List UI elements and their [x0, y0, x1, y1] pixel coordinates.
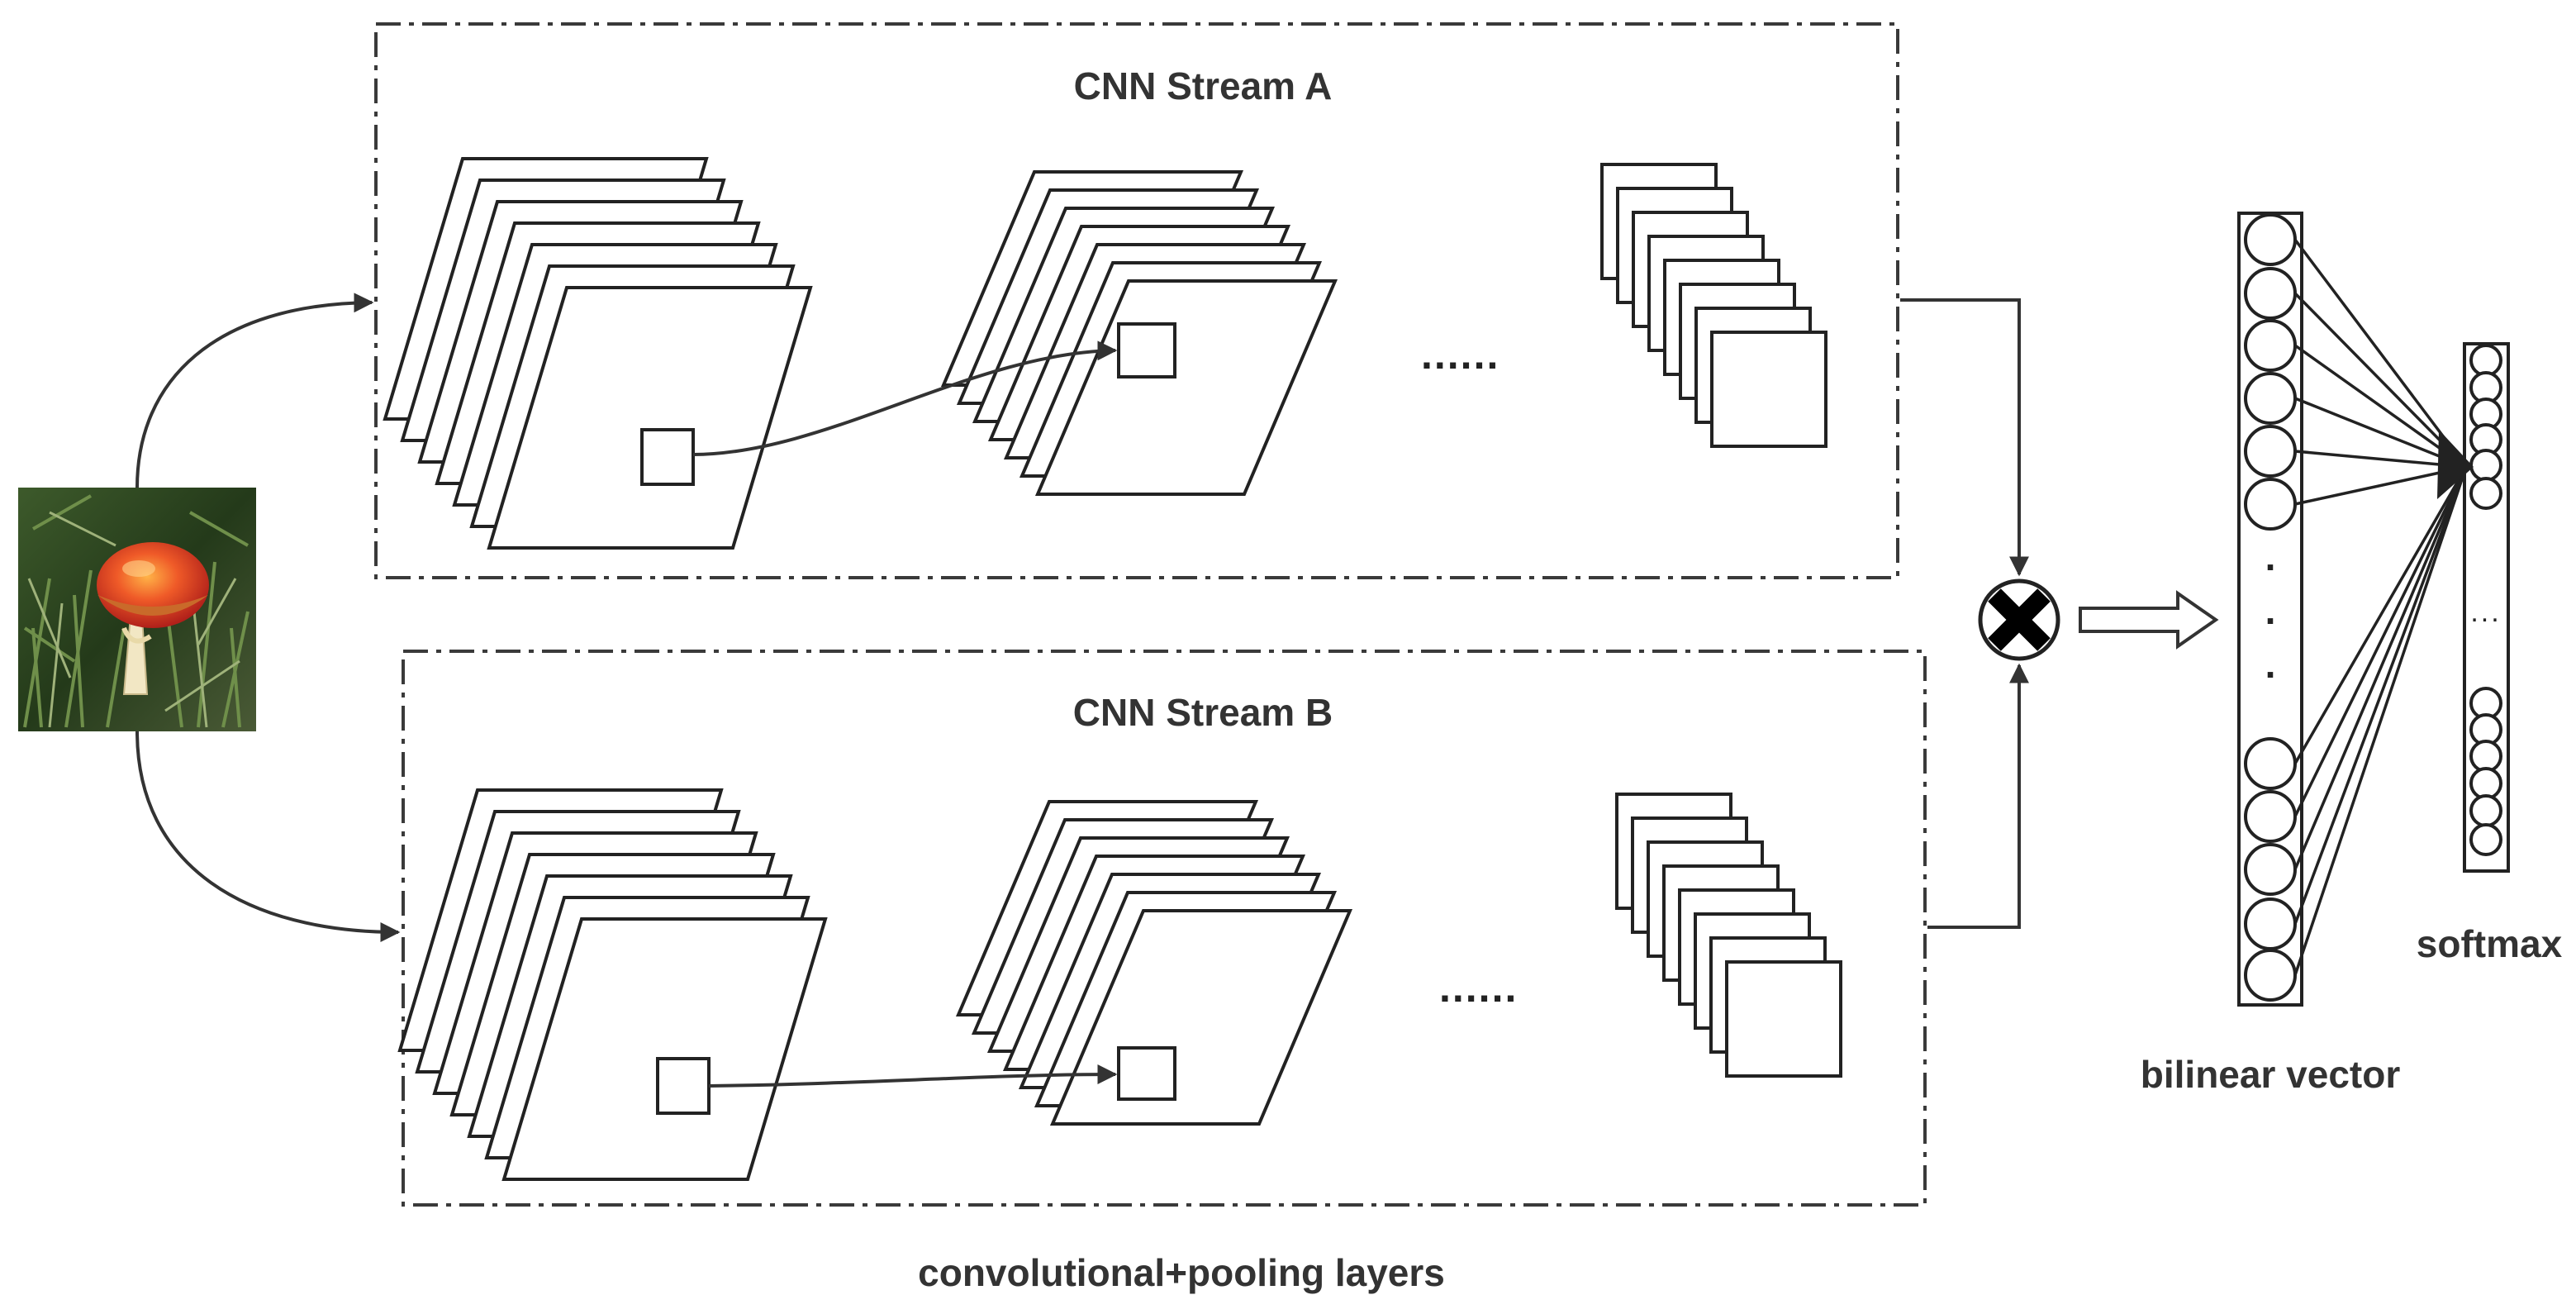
stream-a-ellipsis: ......	[1421, 331, 1499, 378]
stream-a-title: CNN Stream A	[1074, 64, 1333, 107]
bilinear-node	[2244, 843, 2297, 896]
bilinear-vector-dot-1: .	[2265, 536, 2276, 578]
fc-arrowhead-icon	[2437, 430, 2474, 499]
fc-line	[2293, 466, 2468, 764]
bilinear-node	[2244, 737, 2297, 790]
fc-line	[2293, 466, 2468, 925]
softmax-nodes	[2469, 344, 2502, 856]
stream-a-output-line	[1900, 298, 2029, 577]
stream-b-conv-stack-2	[955, 800, 1353, 1126]
bilinear-node	[2244, 319, 2297, 372]
arrow-to-stream-a	[135, 293, 374, 488]
fc-line	[2294, 397, 2467, 469]
feature-map	[1710, 331, 1827, 448]
stream-a-receptive-field-2	[1117, 322, 1176, 378]
stream-b-receptive-field-2	[1117, 1046, 1176, 1101]
fc-line	[2293, 344, 2468, 469]
fc-line	[2293, 292, 2468, 469]
stream-b-connection	[708, 1064, 1118, 1088]
bilinear-node	[2244, 213, 2297, 266]
stream-b-receptive-field-1	[656, 1057, 711, 1115]
bilinear-node	[2244, 267, 2297, 320]
fc-line	[2293, 238, 2468, 469]
hollow-arrow-icon	[2079, 590, 2219, 650]
softmax-node	[2469, 344, 2502, 377]
feature-map	[1034, 279, 1338, 496]
bilinear-vector-dot-3: .	[2265, 643, 2276, 686]
stream-b-box	[402, 650, 1927, 1207]
fc-line	[2293, 466, 2468, 976]
bilinear-node	[2244, 425, 2297, 478]
fc-line	[2293, 466, 2468, 870]
bilinear-node	[2244, 790, 2297, 843]
outer-product-icon	[1978, 578, 2060, 661]
softmax-node	[2469, 740, 2502, 773]
bilinear-node	[2244, 372, 2297, 425]
fc-line	[2294, 450, 2467, 469]
softmax-node	[2469, 767, 2502, 800]
stream-a-connection	[692, 340, 1118, 456]
fc-line	[2293, 466, 2468, 817]
stream-a-conv-stack-3	[1600, 163, 1827, 448]
stream-b-title: CNN Stream B	[1073, 691, 1333, 734]
fully-connected-lines	[2293, 238, 2474, 976]
bilinear-node	[2244, 897, 2297, 950]
softmax-label: softmax	[2417, 922, 2563, 965]
input-image	[18, 488, 256, 731]
stream-a-conv-stack-1	[383, 157, 813, 550]
softmax-node	[2469, 449, 2502, 482]
bilinear-vector-dot-2: .	[2265, 589, 2276, 632]
arrow-to-stream-b	[135, 731, 401, 942]
caption: convolutional+pooling layers	[918, 1251, 1445, 1294]
stream-b-output-line	[1927, 663, 2029, 929]
softmax-node	[2469, 477, 2502, 510]
feature-map	[487, 286, 813, 550]
stream-a-receptive-field-1	[640, 428, 695, 486]
bilinear-node	[2244, 949, 2297, 1002]
fc-line	[2294, 465, 2467, 506]
softmax-node	[2469, 823, 2502, 856]
stream-b-ellipsis: ......	[1439, 964, 1518, 1011]
stream-b-conv-stack-3	[1615, 793, 1842, 1078]
stream-a-box	[374, 22, 1899, 579]
feature-map	[501, 917, 828, 1181]
bilinear-vector-label: bilinear vector	[2141, 1053, 2401, 1096]
feature-map	[1725, 960, 1842, 1078]
softmax-node	[2469, 794, 2502, 827]
bilinear-node	[2244, 478, 2297, 531]
softmax-ellipsis: ...	[2470, 597, 2501, 628]
stream-b-conv-stack-1	[397, 788, 828, 1181]
